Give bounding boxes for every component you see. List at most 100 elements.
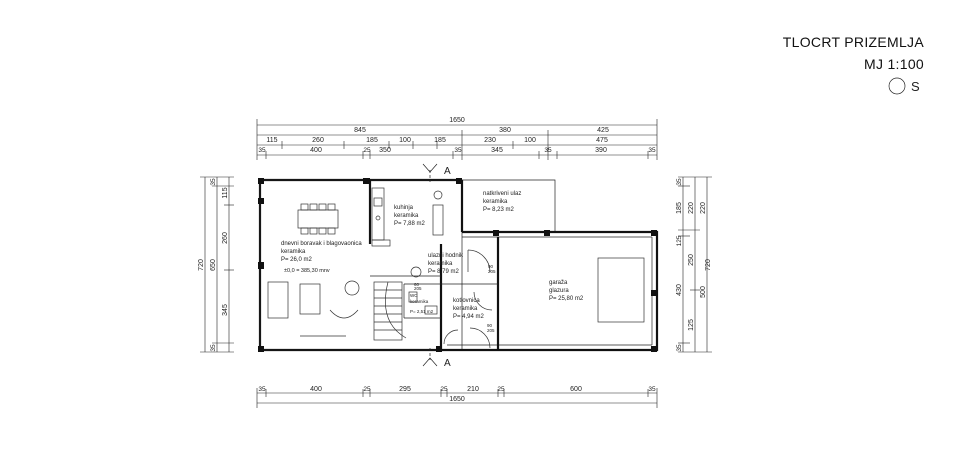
- toilet-icon: [408, 291, 418, 303]
- svg-text:390: 390: [595, 147, 607, 154]
- kitchen-floor: keramika: [394, 213, 419, 219]
- svg-text:60: 60: [414, 282, 420, 287]
- dim-top-total: 1650: [449, 117, 465, 124]
- svg-text:25: 25: [363, 386, 371, 393]
- svg-text:35: 35: [210, 344, 217, 352]
- svg-text:185: 185: [676, 202, 683, 214]
- svg-text:35: 35: [454, 147, 462, 154]
- svg-text:35: 35: [210, 178, 217, 186]
- dim-top-2a: 845: [354, 127, 366, 134]
- north-circle-icon: [888, 77, 906, 95]
- dim-top-2c: 425: [597, 127, 609, 134]
- furniture: [267, 187, 645, 341]
- dim-bottom-total: 1650: [449, 396, 465, 403]
- svg-text:35: 35: [648, 147, 656, 154]
- svg-text:650: 650: [210, 259, 217, 271]
- svg-text:205: 205: [488, 269, 496, 274]
- svg-text:25: 25: [363, 147, 371, 154]
- garage-area: P= 25,80 m2: [549, 296, 584, 302]
- kitchen-counter: [371, 187, 385, 241]
- living-area: P= 26,0 m2: [281, 257, 313, 263]
- svg-text:35: 35: [258, 147, 266, 154]
- svg-text:220: 220: [688, 202, 695, 214]
- svg-text:185: 185: [366, 137, 378, 144]
- svg-text:720: 720: [705, 259, 712, 271]
- sink-icon: [433, 190, 443, 200]
- section-marker-bottom: A: [444, 358, 451, 369]
- living-floor: keramika: [281, 249, 306, 255]
- dimensions-right: 35 185 125 430 35 220 250 125 220 500 72…: [676, 176, 712, 353]
- svg-text:205: 205: [414, 286, 422, 291]
- sofa: [267, 281, 289, 319]
- garage-floor: glazura: [549, 288, 569, 294]
- svg-text:35: 35: [544, 147, 552, 154]
- door-swing-icon: [467, 249, 491, 273]
- svg-text:25: 25: [440, 386, 448, 393]
- svg-text:250: 250: [688, 254, 695, 266]
- north-label: S: [911, 79, 920, 94]
- boiler-name: kotlovnica: [453, 298, 480, 304]
- svg-text:35: 35: [676, 344, 683, 352]
- boiler-floor: keramika: [453, 306, 478, 312]
- svg-text:125: 125: [676, 235, 683, 246]
- section-marker-top: A: [444, 166, 451, 177]
- wc-name: WC: [410, 293, 418, 298]
- svg-text:115: 115: [266, 137, 277, 144]
- living-name: dnevni boravak i blagovaonica: [281, 241, 362, 247]
- svg-text:205: 205: [487, 328, 495, 333]
- svg-text:90: 90: [487, 323, 493, 328]
- hall-name: ulazni hodnik: [428, 253, 464, 259]
- svg-text:350: 350: [379, 147, 391, 154]
- svg-text:100: 100: [524, 137, 536, 144]
- entry-floor: keramika: [483, 199, 508, 205]
- svg-text:260: 260: [312, 137, 324, 144]
- svg-text:125: 125: [688, 319, 695, 331]
- svg-text:220: 220: [700, 202, 707, 214]
- svg-text:720: 720: [198, 259, 205, 271]
- svg-text:25: 25: [497, 386, 505, 393]
- drawing-scale: MJ 1:100: [864, 56, 924, 72]
- kitchen-area: P= 7,88 m2: [394, 221, 426, 227]
- svg-text:35: 35: [258, 386, 266, 393]
- svg-text:500: 500: [700, 286, 707, 298]
- svg-text:210: 210: [467, 386, 479, 393]
- svg-text:400: 400: [310, 386, 322, 393]
- garage-name: garaža: [549, 280, 568, 286]
- svg-text:260: 260: [222, 232, 229, 244]
- dimensions-top: 1650 845 380 425 115 260 185 100 185 230…: [256, 117, 658, 160]
- dim-top-2b: 380: [499, 127, 511, 134]
- svg-text:295: 295: [399, 386, 411, 393]
- svg-text:185: 185: [434, 137, 446, 144]
- entry-area: P= 8,23 m2: [483, 207, 515, 213]
- doors: 90 205 90 205 60 205: [414, 249, 496, 349]
- svg-text:600: 600: [570, 386, 582, 393]
- svg-text:35: 35: [676, 178, 683, 186]
- svg-text:430: 430: [676, 284, 683, 296]
- svg-text:400: 400: [310, 147, 322, 154]
- staircase: [373, 281, 407, 341]
- dimensions-bottom: 35 400 25 295 25 210 25 600 35 1650: [256, 386, 658, 408]
- room-labels: dnevni boravak i blagovaonica keramika P…: [281, 191, 584, 320]
- hall-area: P= 8,79 m2: [428, 269, 460, 275]
- svg-text:90: 90: [488, 264, 494, 269]
- wc-area: P= 2,51 m2: [410, 309, 434, 314]
- svg-text:345: 345: [222, 304, 229, 316]
- svg-text:230: 230: [484, 137, 496, 144]
- living-level: ±0,0 = 385,30 mnv: [284, 268, 330, 274]
- svg-text:100: 100: [399, 137, 411, 144]
- svg-text:475: 475: [596, 137, 608, 144]
- building-walls: [258, 178, 659, 352]
- car-outline: [597, 257, 645, 323]
- dimensions-left: 720 650 35 35 115 260 345: [198, 176, 234, 353]
- svg-text:345: 345: [491, 147, 503, 154]
- kitchen-name: kuhinja: [394, 205, 414, 211]
- svg-text:115: 115: [222, 187, 229, 198]
- entry-name: natkriveni ulaz: [483, 191, 521, 197]
- wc-floor: keramika: [410, 299, 429, 304]
- drawing-title: TLOCRT PRIZEMLJA: [782, 34, 924, 50]
- hall-floor: keramika: [428, 261, 453, 267]
- coffee-table: [299, 283, 321, 315]
- boiler-area: P= 4,94 m2: [453, 314, 485, 320]
- svg-text:35: 35: [648, 386, 656, 393]
